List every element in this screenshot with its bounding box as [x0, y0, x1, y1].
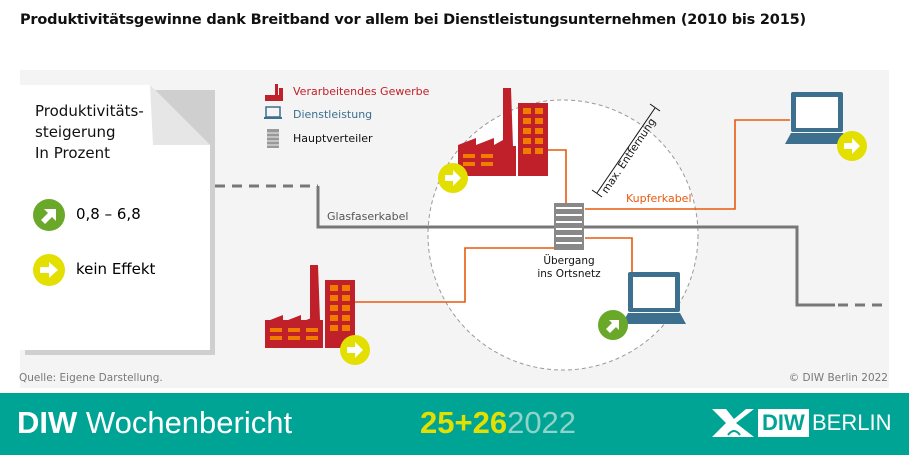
footer-brand: DIW Wochenbericht: [17, 405, 292, 441]
distributor-legend-icon: [267, 129, 279, 148]
laptop-legend-icon: [264, 106, 282, 119]
heading-line: steigerung: [35, 123, 116, 141]
legend-manufacturing: Verarbeitendes Gewerbe: [293, 85, 430, 98]
legend-services: Dienstleistung: [293, 108, 373, 121]
issue-number: 25+26: [420, 405, 508, 440]
yellow-arrow-right-icon: [33, 254, 65, 286]
brand-name: Wochenbericht: [85, 405, 293, 440]
main-distributor-icon: [554, 203, 584, 250]
fiber-label: Glasfaserkabel: [327, 210, 409, 223]
factory-icon: [458, 88, 548, 176]
source-note: Quelle: Eigene Darstellung.: [19, 372, 163, 384]
diw-logo-mark: [712, 409, 754, 437]
copper-label: Kupferkabel: [626, 192, 692, 205]
max-distance-marker: [591, 103, 661, 198]
heading-line: Produktivitäts-: [35, 102, 144, 120]
fiber-cable: [316, 186, 835, 307]
card-fold: [150, 85, 210, 145]
issue-year: 2022: [507, 405, 577, 440]
card-heading: Produktivitäts- steigerung In Prozent: [35, 101, 144, 164]
yellow-arrow-right-icon: [340, 335, 370, 365]
green-arrow-up-right-icon: [598, 310, 628, 340]
yellow-arrow-right-icon: [837, 131, 867, 161]
chart-title: Produktivitätsgewinne dank Breitband vor…: [20, 12, 806, 28]
hub-label: Übergang ins Ortsnetz: [519, 255, 619, 281]
logo-diw: DIW: [758, 409, 809, 437]
copper-cables: [355, 119, 790, 303]
legend-value-none: kein Effekt: [76, 260, 156, 278]
green-arrow-up-right-icon: [33, 199, 65, 231]
yellow-arrow-right-icon: [438, 163, 468, 193]
brand-bold: DIW: [17, 405, 78, 440]
heading-line: In Prozent: [35, 144, 110, 162]
copyright: © DIW Berlin 2022: [788, 372, 888, 384]
footer-issue: 25+262022: [420, 405, 576, 441]
logo-berlin: BERLIN: [812, 410, 892, 435]
legend-card: [20, 85, 210, 350]
hub-label-line: Übergang: [543, 255, 595, 267]
footer-bar: [0, 393, 909, 455]
legend-value-positive: 0,8 – 6,8: [76, 205, 141, 223]
legend-distributor: Hauptverteiler: [293, 132, 373, 145]
factory-icon: [265, 265, 355, 348]
laptop-icon: [622, 272, 686, 324]
laptop-icon: [785, 92, 849, 144]
hub-label-line: ins Ortsnetz: [537, 268, 601, 280]
factory-legend-icon: [265, 84, 283, 101]
